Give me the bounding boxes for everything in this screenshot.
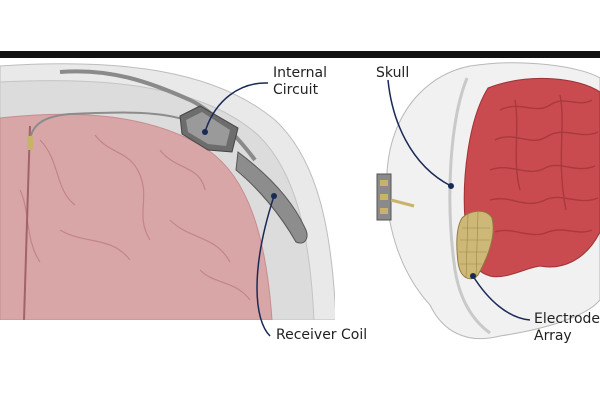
receiver-coil-label: Receiver Coil [276, 327, 368, 343]
external-module [376, 173, 415, 221]
callout-internal-circuit [204, 82, 269, 133]
callout-lines [204, 79, 531, 337]
callout-electrode-array [472, 275, 531, 321]
dot-internal-circuit [202, 129, 208, 135]
left-cross-section [0, 63, 335, 320]
callout-dots [202, 129, 476, 279]
brain-right [463, 78, 600, 278]
implant-cable [59, 69, 257, 162]
electrode-array-label-line1: Electrode [534, 311, 600, 327]
internal-circuit-label-line1: Internal [273, 65, 327, 81]
lead-wire [29, 111, 193, 141]
callout-skull [387, 79, 452, 187]
electrode-array-label-line2: Array [534, 328, 572, 344]
right-cutaway [376, 62, 600, 340]
top-bar [0, 51, 600, 58]
brain-folds-left [19, 134, 251, 301]
internal-circuit [179, 105, 239, 153]
midline-electrode [27, 136, 33, 150]
dot-receiver-coil [271, 193, 277, 199]
skull-label: Skull [376, 65, 410, 81]
brain-gyri-right [489, 94, 599, 236]
callout-receiver-coil [256, 195, 275, 337]
internal-circuit-label-line2: Circuit [273, 82, 319, 98]
skull-edge-right [448, 77, 491, 335]
dot-skull [448, 183, 454, 189]
internal-circuit-label: Internal Circuit [273, 65, 327, 99]
electrode-array [456, 210, 494, 280]
dot-electrode-array [470, 273, 476, 279]
electrode-array-label: Electrode Array [534, 311, 600, 345]
